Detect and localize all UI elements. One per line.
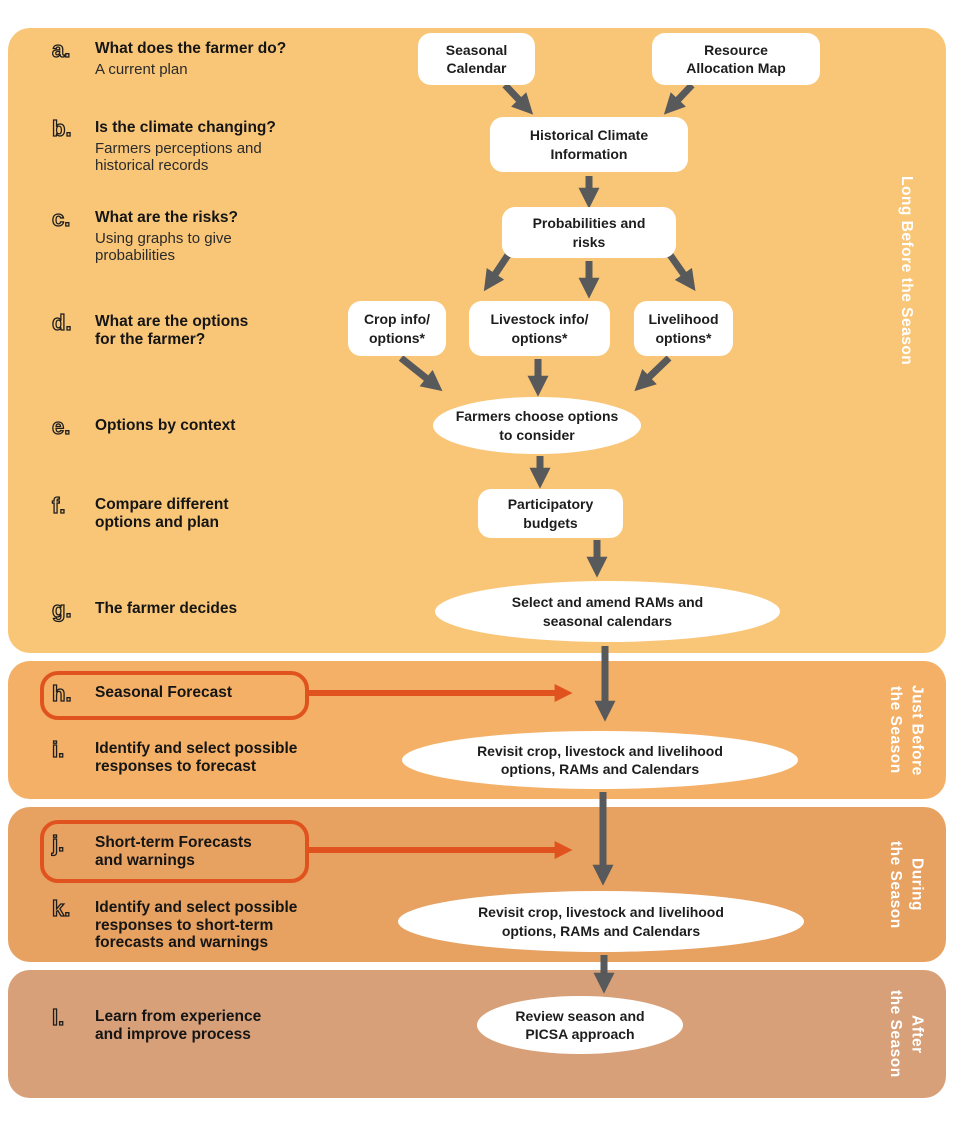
node-seasonal-calendar: Seasonal Calendar (418, 33, 535, 85)
band-label-long-before: Long Before the Season (897, 175, 915, 366)
step-subtitle-a: A current plan (95, 60, 188, 78)
step-letter-e: e. (51, 414, 71, 439)
highlight-box-seasonal-forecast (40, 671, 309, 720)
node-crop-info-options: Crop info/ options* (348, 301, 446, 356)
step-i: i. Identify and select possible response… (51, 737, 298, 775)
node-participatory-budgets: Participatory budgets (478, 489, 623, 538)
step-a: a. What does the farmer do? A current pl… (51, 37, 287, 78)
step-title-f: Compare different options and plan (95, 496, 229, 531)
step-d: d. What are the options for the farmer? (51, 310, 249, 348)
step-title-i: Identify and select possible responses t… (95, 740, 298, 775)
step-b: b. Is the climate changing? Farmers perc… (51, 116, 276, 175)
node-revisit-options-just-before: Revisit crop, livestock and livelihood o… (402, 731, 798, 789)
step-letter-c: c. (51, 206, 71, 231)
node-livestock-info-options: Livestock info/ options* (469, 301, 610, 356)
step-title-d: What are the options for the farmer? (95, 313, 249, 348)
step-j: j. Short-term Forecasts and warnings (51, 831, 252, 869)
step-letter-b: b. (51, 116, 72, 141)
step-title-l: Learn from experience and improve proces… (95, 1008, 262, 1043)
step-title-a: What does the farmer do? (95, 40, 287, 57)
step-letter-l: l. (51, 1005, 65, 1030)
step-g: g. The farmer decides (51, 597, 238, 622)
band-label-during: During the Season (887, 840, 926, 929)
step-title-j: Short-term Forecasts and warnings (95, 834, 252, 869)
step-letter-d: d. (51, 310, 72, 335)
band-label-after: After the Season (887, 990, 926, 1078)
node-livelihood-options: Livelihood options* (634, 301, 733, 356)
highlight-box-short-term-forecasts (40, 820, 309, 883)
band-label-just-before: Just Before the Season (887, 684, 926, 776)
node-probabilities-and-risks: Probabilities and risks (502, 207, 676, 258)
node-resource-allocation-map: Resource Allocation Map (652, 33, 820, 85)
node-historical-climate-information: Historical Climate Information (490, 117, 688, 172)
step-subtitle-b: Farmers perceptions and historical recor… (95, 139, 262, 175)
step-letter-j: j. (51, 831, 65, 856)
step-letter-h: h. (51, 681, 72, 706)
step-title-h: Seasonal Forecast (95, 684, 232, 701)
node-revisit-options-during: Revisit crop, livestock and livelihood o… (398, 891, 804, 952)
step-title-b: Is the climate changing? (95, 119, 276, 136)
node-farmers-choose-options: Farmers choose options to consider (433, 397, 641, 454)
step-letter-g: g. (51, 597, 72, 622)
step-f: f. Compare different options and plan (51, 493, 229, 531)
step-letter-i: i. (51, 737, 65, 762)
node-select-amend-rams: Select and amend RAMs and seasonal calen… (435, 581, 780, 642)
step-letter-k: k. (51, 896, 71, 921)
step-e: e. Options by context (51, 414, 236, 439)
step-k: k. Identify and select possible response… (51, 896, 298, 952)
step-title-k: Identify and select possible responses t… (95, 899, 298, 951)
step-letter-a: a. (51, 37, 71, 62)
step-letter-f: f. (51, 493, 66, 518)
step-c: c. What are the risks? Using graphs to g… (51, 206, 238, 265)
node-review-season-picsa: Review season and PICSA approach (477, 996, 683, 1054)
step-title-c: What are the risks? (95, 209, 238, 226)
step-subtitle-c: Using graphs to give probabilities (95, 229, 232, 265)
step-title-e: Options by context (95, 417, 236, 434)
band-after-season (8, 970, 946, 1098)
step-title-g: The farmer decides (95, 600, 238, 617)
step-h: h. Seasonal Forecast (51, 681, 232, 706)
step-l: l. Learn from experience and improve pro… (51, 1005, 262, 1043)
